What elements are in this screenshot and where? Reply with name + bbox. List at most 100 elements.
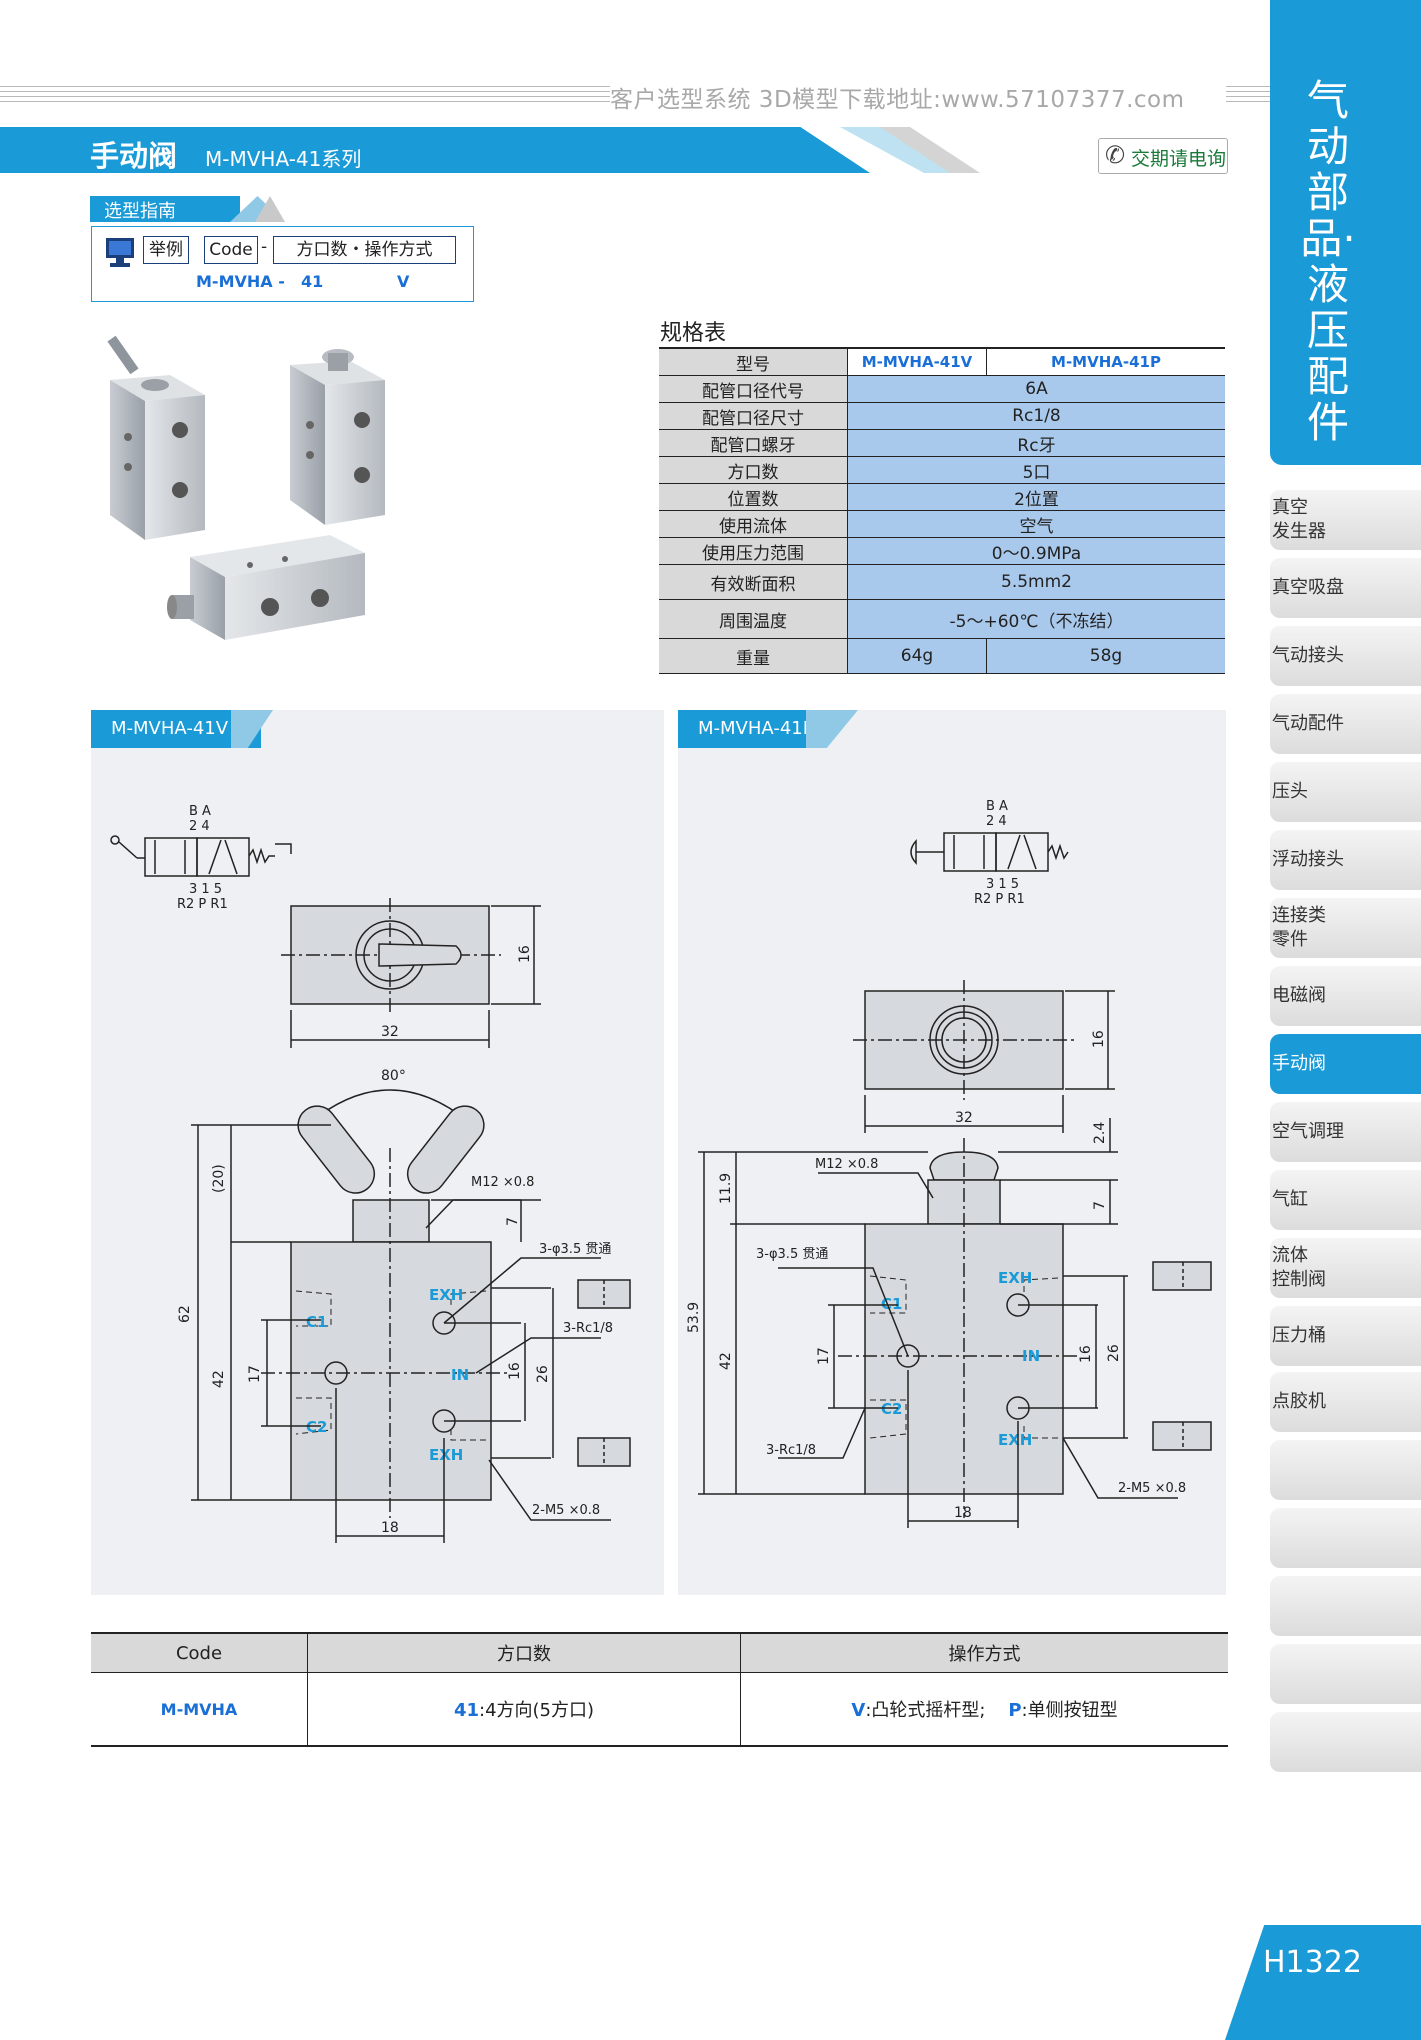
sidebar-item[interactable]: 浮动接头 [1270,830,1421,890]
sidebar-item-label: 气动接头 [1272,645,1344,666]
sidebar-item-label: 压头 [1272,781,1308,802]
sidebar-item[interactable]: 连接类 零件 [1270,898,1421,958]
svg-text:7: 7 [505,1217,521,1226]
svg-text:EXH: EXH [429,1446,463,1464]
spec-label: 配管口径代号 [659,375,848,403]
svg-text:32: 32 [955,1110,973,1126]
spec-label: 有效断面积 [659,564,848,600]
example-code: M-MVHA - [196,272,285,291]
spec-value: Rc牙 [847,429,1225,457]
sidebar-item-label: 压力桶 [1272,1325,1326,1346]
svg-text:16: 16 [1078,1345,1094,1363]
sidebar-item[interactable]: 气动配件 [1270,694,1421,754]
page-number-badge: H1322 [1225,1925,1421,2040]
code-table: Code 方口数 操作方式 M-MVHA 41:4方向(5方口) V:凸轮式摇杆… [91,1632,1228,1747]
svg-text:18: 18 [381,1520,399,1536]
op-p-desc: :单侧按钮型 [1021,1700,1118,1721]
weight-label: 重量 [659,638,848,674]
sidebar-item[interactable]: 压力桶 [1270,1306,1421,1366]
spec-header-row: 型号 M-MVHA-41V M-MVHA-41P [659,347,1225,376]
spec-value: 0～0.9MPa [847,537,1225,565]
spec-title: 规格表 [660,321,727,346]
spec-value: 空气 [847,510,1225,538]
spec-label: 位置数 [659,483,848,511]
spec-value: 5.5mm2 [847,564,1225,600]
svg-text:3-Rc1/8: 3-Rc1/8 [766,1443,816,1458]
sidebar-item-label: 真空吸盘 [1272,577,1344,598]
sidebar-item-label: 流体 控制阀 [1272,1245,1326,1290]
svg-text:32: 32 [381,1024,399,1040]
model-p: M-MVHA-41P [986,347,1225,376]
sidebar-item[interactable]: 电磁阀 [1270,966,1421,1026]
svg-text:(20): (20) [211,1164,227,1193]
sidebar-item[interactable]: 空气调理 [1270,1102,1421,1162]
title-bar [0,127,870,173]
svg-text:2-M5 ×0.8: 2-M5 ×0.8 [532,1503,600,1518]
sidebar-item[interactable] [1270,1576,1421,1636]
spec-row: 周围温度-5～+60℃（不冻结） [659,599,1225,639]
guide-tab: 选型指南 [90,196,240,222]
sidebar-item[interactable]: 气动接头 [1270,626,1421,686]
spec-label: 配管口螺牙 [659,429,848,457]
page-title: 手动阀 [90,139,178,173]
model-v: M-MVHA-41V [847,347,987,376]
svg-text:62: 62 [177,1305,193,1323]
svg-text:EXH: EXH [429,1286,463,1304]
sidebar-item[interactable]: 流体 控制阀 [1270,1238,1421,1298]
spec-label: 使用流体 [659,510,848,538]
svg-text:2.4: 2.4 [1092,1122,1108,1144]
code-header: Code [91,1632,308,1673]
svg-text:2 4: 2 4 [986,814,1007,829]
op-v-code: V [851,1700,866,1721]
svg-text:3-φ3.5 贯通: 3-φ3.5 贯通 [756,1247,828,1262]
sidebar-item[interactable]: 手动阀 [1270,1034,1421,1094]
svg-text:B A: B A [189,804,211,819]
svg-text:C2: C2 [881,1400,902,1418]
sidebar-item[interactable] [1270,1712,1421,1772]
svg-text:18: 18 [954,1505,972,1521]
svg-text:R2 P R1: R2 P R1 [177,897,228,912]
sidebar-item[interactable]: 压头 [1270,762,1421,822]
svg-text:EXH: EXH [998,1431,1032,1449]
tab-41p-label: M-MVHA-41P [698,718,814,739]
drawing-41v: B A 2 4 3 1 5 R2 P R1 32 16 80° EXH IN E… [110,804,631,1543]
sidebar-item[interactable]: 气缸 [1270,1170,1421,1230]
guide-dash: - [261,237,268,257]
banner-text: 客户选型系统 3D模型下载地址:www.57107377.com [610,87,1185,113]
code-label: Code [204,236,258,264]
svg-text:IN: IN [1022,1347,1040,1365]
pneumatic-symbol-41v: B A 2 4 3 1 5 R2 P R1 [110,804,292,912]
sidebar-item[interactable] [1270,1440,1421,1500]
svg-text:3 1 5: 3 1 5 [189,882,222,897]
spec-label: 周围温度 [659,599,848,639]
svg-text:80°: 80° [381,1068,406,1084]
svg-text:C2: C2 [306,1418,327,1436]
sidebar-item[interactable]: 真空吸盘 [1270,558,1421,618]
model-label: 型号 [659,347,848,376]
spec-label: 配管口径尺寸 [659,402,848,430]
sidebar-item[interactable] [1270,1508,1421,1568]
svg-text:3 1 5: 3 1 5 [986,877,1019,892]
banner-stripes [0,84,610,106]
spec-label: 使用压力范围 [659,537,848,565]
sidebar-category: 气动部品·液压配件 [1270,0,1421,465]
spec-value: Rc1/8 [847,402,1225,430]
weight-v: 64g [847,638,987,674]
ports-desc: :4方向(5方口) [479,1700,595,1721]
svg-text:42: 42 [211,1370,227,1388]
svg-text:42: 42 [718,1352,734,1370]
sidebar-item[interactable]: 点胶机 [1270,1372,1421,1432]
sidebar-item-label: 气动配件 [1272,713,1344,734]
svg-text:B A: B A [986,799,1008,814]
sidebar-item-label: 空气调理 [1272,1121,1344,1142]
guide-tab-label: 选型指南 [104,201,176,222]
sidebar-item[interactable]: 真空 发生器 [1270,490,1421,550]
op-p-code: P [1008,1700,1022,1721]
svg-text:2 4: 2 4 [189,819,210,834]
sidebar-item[interactable] [1270,1644,1421,1704]
spec-value: 6A [847,375,1225,403]
